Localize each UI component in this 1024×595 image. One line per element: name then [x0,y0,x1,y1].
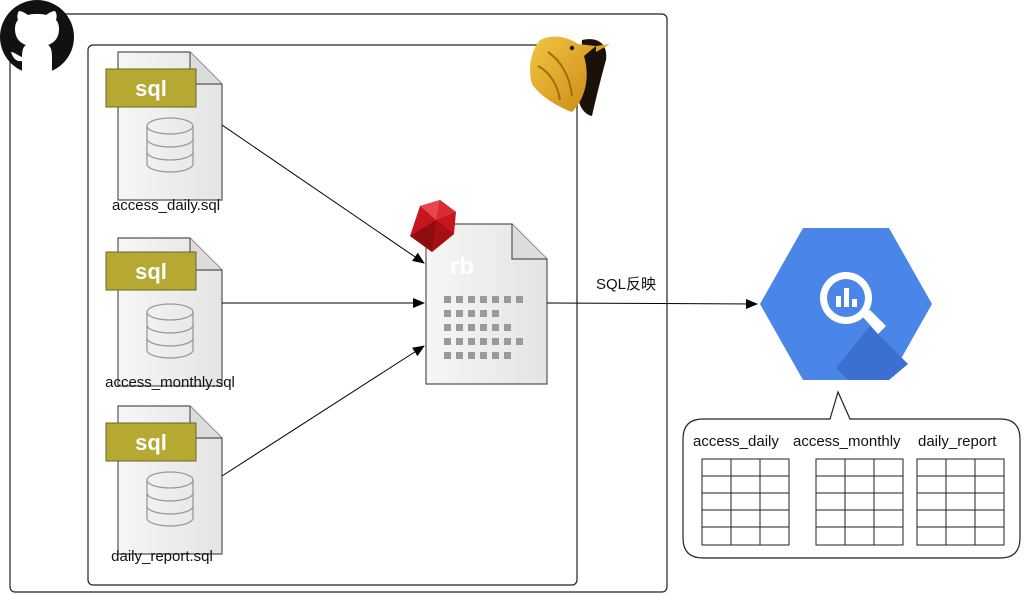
table-grid-daily-report [916,458,1005,546]
sql-tag: sql [135,430,167,455]
repository-frame [9,13,668,593]
sql-tag: sql [135,76,167,101]
table-label-daily-report: daily_report [918,433,997,450]
github-octocat-icon [0,0,74,74]
file-label-daily-report: daily_report.sql [111,548,213,565]
table-label-access-monthly: access_monthly [793,433,901,450]
table-grid-access-monthly [815,458,904,546]
table-label-access-daily: access_daily [693,433,779,450]
ruby-gem-icon [410,200,456,252]
tables-panel [682,390,1021,559]
rb-tag: rb [450,253,474,280]
arrow-script-to-bigquery [546,298,758,309]
bigquery-icon [760,228,932,380]
arrow-daily-to-script [221,124,425,264]
sql-file-3: sql [105,405,223,555]
bird-logo-icon [530,36,610,116]
table-grid-access-daily [701,458,790,546]
file-label-access-monthly: access_monthly.sql [105,374,235,391]
code-lines [444,296,523,359]
edge-label-sql-apply: SQL反映 [595,276,657,293]
tool-frame [87,44,578,586]
sql-file-1: sql [105,51,223,201]
file-label-access-daily: access_daily.sql [111,197,221,214]
arrow-report-to-script [221,345,425,477]
sql-tag: sql [135,259,167,284]
sql-file-2: sql [105,237,223,387]
ruby-script-file: rb [425,223,548,385]
